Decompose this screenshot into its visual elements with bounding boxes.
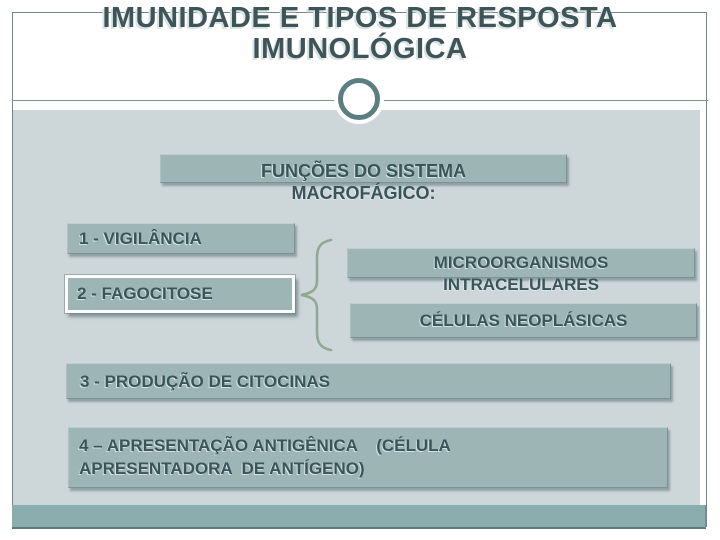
item4-line2: APRESENTADORA DE ANTÍGENO) [79,459,365,478]
brace-target-celulas-neoplasicas: CÉLULAS NEOPLÁSICAS [350,303,697,338]
list-item-producao-citocinas: 3 - PRODUÇÃO DE CITOCINAS [66,363,671,399]
curly-brace-icon [300,238,333,352]
brace-target-microorganismos: MICROORGANISMOS INTRACELULARES [347,248,695,294]
slide-title-line2: IMUNOLÓGICA [252,33,468,65]
micro-line2: INTRACELULARES [443,275,599,294]
list-item-fagocitose-highlighted: 2 - FAGOCITOSE [65,275,295,313]
header-box-line2: MACROFÁGICO: [291,183,436,203]
circle-ornament-icon [334,74,384,124]
footer-bar [12,505,706,529]
header-box-funcoes: FUNÇÕES DO SISTEMA MACROFÁGICO: [160,154,567,203]
item4-line1: 4 – APRESENTAÇÃO ANTIGÊNICA (CÉLULA [79,436,451,455]
header-box-line1: FUNÇÕES DO SISTEMA [260,161,466,181]
slide-title-line1: IMUNIDADE E TIPOS DE RESPOSTA [102,2,618,34]
slide-title: IMUNIDADE E TIPOS DE RESPOSTA IMUNOLÓGIC… [0,3,720,65]
list-item-apresentacao-antigenica: 4 – APRESENTAÇÃO ANTIGÊNICA (CÉLULA APRE… [68,427,668,488]
list-item-vigilancia: 1 - VIGILÂNCIA [67,223,295,254]
micro-line1: MICROORGANISMOS [433,253,609,272]
